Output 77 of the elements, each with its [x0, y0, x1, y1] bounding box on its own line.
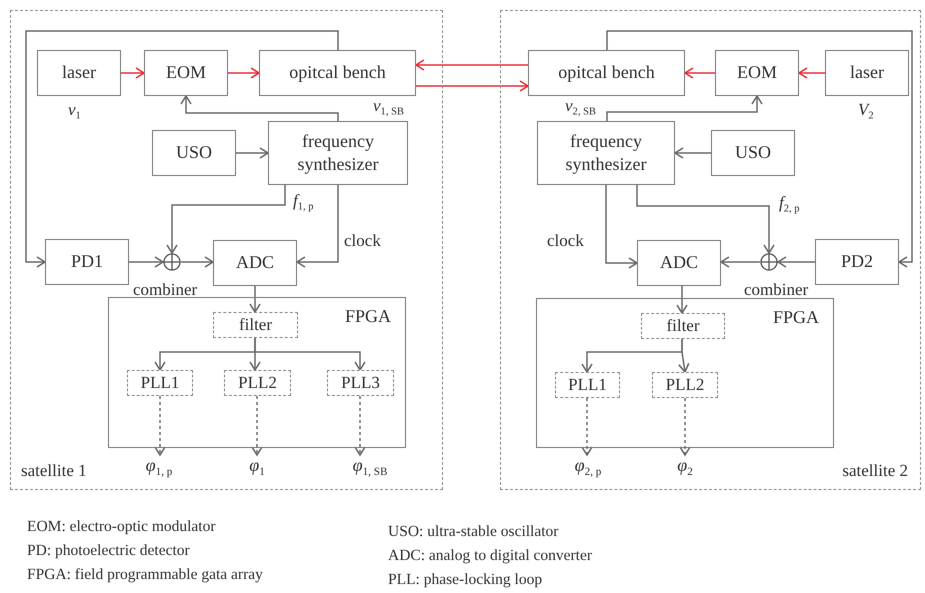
abbreviation-note: ADC: analog to digital converter: [388, 547, 592, 565]
arrow: [674, 147, 711, 159]
arrow: [296, 185, 339, 268]
dashed-region: [500, 10, 921, 490]
function-block: PLL1: [555, 372, 620, 398]
function-block: PLL2: [224, 370, 291, 396]
process-box: PD1: [45, 239, 129, 285]
dashed-arrow: [581, 398, 593, 456]
abbreviation-note: PD: photoelectric detector: [27, 542, 190, 560]
combiner-symbol: [760, 253, 778, 271]
region-label: satellite 2: [842, 461, 908, 481]
region-label: satellite 1: [21, 461, 87, 481]
abbreviation-note: FPGA: field programmable gata array: [27, 566, 263, 584]
module-panel: [536, 298, 834, 448]
process-box: ADC: [637, 240, 721, 286]
process-box: EOM: [144, 50, 228, 96]
function-block: PLL2: [652, 372, 718, 398]
process-box: laser: [825, 50, 909, 96]
part-label: combiner: [133, 281, 198, 298]
panel-label: FPGA: [772, 307, 819, 328]
arrow: [129, 256, 164, 268]
arrow: [415, 59, 528, 71]
panel-label: FPGA: [344, 306, 391, 327]
process-box: opitcal bench: [259, 50, 416, 96]
edge-label: f$_{2, p}$: [778, 194, 801, 216]
arrow: [636, 185, 775, 254]
arrow: [166, 185, 286, 254]
arrow: [676, 286, 688, 314]
dashed-arrow: [154, 396, 166, 456]
arrow: [606, 30, 913, 268]
arrow: [416, 80, 529, 92]
signal-label: φ$_{2, p}$: [565, 455, 611, 479]
process-box: EOM: [715, 50, 799, 96]
node-caption: v$_{1}$: [68, 101, 81, 122]
abbreviation-note: PLL: phase-locking loop: [388, 571, 542, 589]
arrow: [606, 95, 763, 121]
signal-label: φ$_{1, p}$: [136, 455, 182, 479]
process-box: USO: [152, 130, 236, 176]
combiner-symbol: [163, 253, 181, 271]
signal-label: φ$_{2}$: [668, 455, 702, 479]
module-panel: [108, 297, 406, 448]
dashed-arrow: [679, 398, 691, 456]
arrow: [25, 30, 339, 268]
signal-label: φ$_{1}$: [240, 455, 274, 479]
arrow: [249, 286, 261, 313]
node-caption: V$_{2}$: [858, 101, 874, 122]
arrow: [181, 256, 214, 268]
arrow: [605, 185, 638, 269]
part-label: combiner: [744, 281, 808, 298]
process-box: PD2: [815, 239, 899, 285]
arrow: [236, 147, 269, 159]
arrow: [228, 67, 260, 79]
process-box: opitcal bench: [528, 50, 685, 96]
process-box: USO: [711, 130, 795, 176]
edge-label: f$_{1, p}$: [292, 192, 315, 214]
process-box: frequency synthesizer: [537, 121, 675, 185]
function-block: filter: [213, 312, 298, 338]
arrow: [254, 338, 366, 371]
dashed-region: [10, 10, 443, 490]
function-block: PLL3: [327, 370, 394, 396]
function-block: PLL1: [127, 370, 193, 396]
process-box: laser: [37, 50, 121, 96]
dashed-arrow: [251, 396, 263, 456]
arrow: [798, 67, 825, 79]
signal-label: φ$_{1, SB}$: [340, 455, 400, 479]
arrow: [720, 256, 760, 268]
process-box: ADC: [213, 240, 297, 286]
process-box: frequency synthesizer: [268, 121, 408, 185]
abbreviation-note: EOM: electro-optic modulator: [27, 518, 216, 536]
arrow: [684, 67, 715, 79]
arrow: [777, 256, 815, 268]
function-block: filter: [641, 313, 725, 339]
arrow: [180, 95, 339, 121]
abbreviation-note: USO: ultra-stable oscillator: [388, 523, 558, 541]
arrow: [121, 67, 145, 79]
arrow: [678, 339, 690, 373]
dashed-arrow: [354, 396, 366, 456]
